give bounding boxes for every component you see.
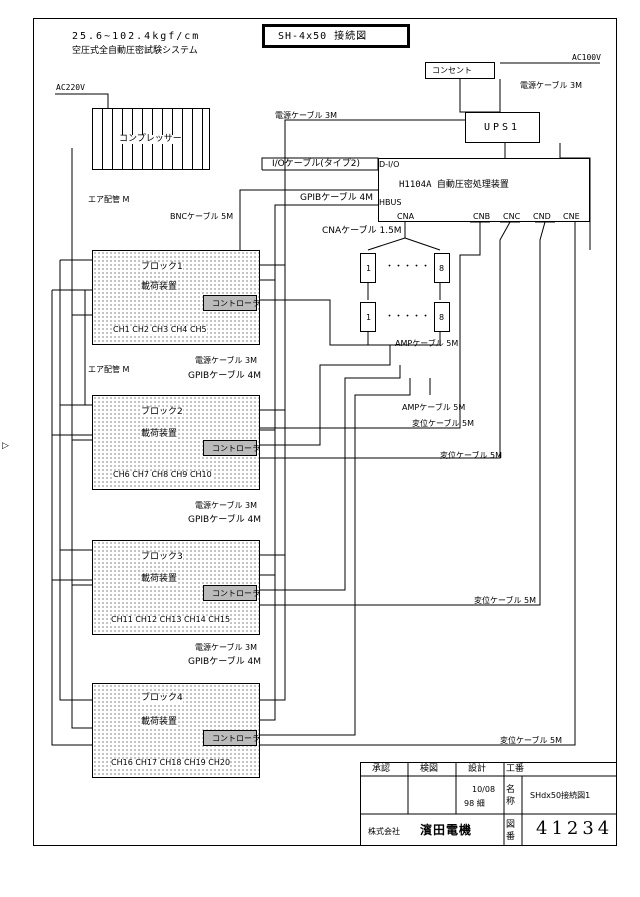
block-device: 載荷装置 [141, 429, 178, 439]
power-cable-label: 電源ケーブル 3M [195, 356, 258, 365]
drawing-number: 41234 [536, 818, 614, 839]
block-controller: コントローラ [203, 440, 260, 456]
block-controller: コントローラ [203, 730, 260, 746]
block-title: ブロック3 [141, 552, 183, 562]
disp-cable-label-2: 変位ケーブル 5M [440, 451, 503, 460]
power-cable-top [260, 119, 465, 266]
gpib-cable-label: GPIBケーブル 4M [188, 371, 262, 381]
outlet-box: コンセント [425, 62, 495, 79]
air-pipe-label-1: エア配管 M [88, 195, 130, 204]
block-4: ブロック4 載荷装置 コントローラ CH16 CH17 CH18 CH19 CH… [92, 683, 260, 778]
port-cnb: CNB [473, 212, 491, 221]
ups-box: UPS1 [465, 112, 540, 143]
block-channels: CH11 CH12 CH13 CH14 CH15 [111, 615, 231, 624]
io-cable-label: I/Oケーブル(タイプ2) [272, 159, 360, 169]
bnc-cable [239, 189, 378, 250]
title-box [262, 24, 410, 48]
gpib-cable-label: GPIBケーブル 4M [188, 657, 262, 667]
air-pipe-label-2: エア配管 M [88, 365, 130, 374]
system-name: 空圧式全自動圧密試験システム [72, 46, 198, 56]
outlet-label: コンセント [432, 66, 472, 75]
block-device: 載荷装置 [141, 717, 178, 727]
block-controller: コントローラ [203, 585, 260, 601]
title: SH-4x50 接続図 [278, 31, 368, 42]
block-title: ブロック2 [141, 407, 183, 417]
block-1: ブロック1 載荷装置 コントローラ CH1 CH2 CH3 CH4 CH5 [92, 250, 260, 345]
power-cable-top-label: 電源ケーブル 3M [275, 111, 338, 120]
drawing-label: 図番 [506, 820, 516, 842]
ac220-label: AC220V [56, 83, 85, 92]
block-channels: CH16 CH17 CH18 CH19 CH20 [111, 758, 231, 767]
approve-label: 承認 [372, 764, 391, 774]
disp-cable-label-3: 変位ケーブル 5M [474, 596, 537, 605]
disp-cable-label-1: 変位ケーブル 5M [412, 419, 475, 428]
controller-hbus: HBUS [379, 198, 402, 207]
block-2: ブロック2 載荷装置 コントローラ CH6 CH7 CH8 CH9 CH10 [92, 395, 260, 490]
compressor-label: コンプレッサー [119, 134, 182, 144]
compressor-box: コンプレッサー [92, 108, 210, 170]
port-cna: CNA [397, 212, 415, 221]
amp-2-dots: ・・・・・ [385, 312, 431, 322]
block-controller-label: コントローラ [212, 299, 260, 308]
block-controller-label: コントローラ [212, 734, 260, 743]
controller-name: H1104A 自動圧密処理装置 [399, 180, 509, 190]
disp-cable-label-4: 変位ケーブル 5M [500, 736, 563, 745]
block-controller: コントローラ [203, 295, 260, 311]
company-prefix: 株式会社 [368, 827, 400, 836]
ac100-label: AC100V [572, 53, 601, 62]
controller-dio: D-I/O [379, 160, 400, 169]
margin-marker: ▷ [2, 441, 9, 451]
block-device: 載荷装置 [141, 574, 178, 584]
title-block-grid [360, 762, 617, 846]
spec-line: 25.6~102.4kgf/cm [72, 31, 201, 42]
amp-2-right: 8 [434, 302, 450, 332]
amp-1-dots: ・・・・・ [385, 262, 431, 272]
block-controller-label: コントローラ [212, 589, 260, 598]
port-cnc: CNC [503, 212, 521, 221]
name-value: SHdx50接続図1 [530, 791, 591, 800]
amp-1-right: 8 [434, 253, 450, 283]
port-cne: CNE [563, 212, 580, 221]
inspect-label: 検図 [420, 764, 439, 774]
ac220-line [55, 93, 109, 108]
gpib-cable-label: GPIBケーブル 4M [188, 515, 262, 525]
title-block: 承認 検図 設計 工番 10/08 98 細 名称 SHdx50接続図1 株式会… [360, 762, 617, 846]
ups-label: UPS1 [484, 122, 521, 133]
power-cable-label: 電源ケーブル 3M [195, 643, 258, 652]
year-value: 98 細 [464, 799, 485, 808]
block-title: ブロック1 [141, 262, 183, 272]
amp-1-left-label: 1 [366, 264, 372, 273]
bnc-cable-label: BNCケーブル 5M [170, 212, 234, 221]
company-name: 濱田電機 [420, 823, 473, 837]
block-3: ブロック3 載荷装置 コントローラ CH11 CH12 CH13 CH14 CH… [92, 540, 260, 635]
amp-cable-label-2: AMPケーブル 5M [402, 403, 466, 412]
block-channels: CH1 CH2 CH3 CH4 CH5 [113, 325, 207, 334]
amp-1-right-label: 8 [439, 264, 445, 273]
amp-2-right-label: 8 [439, 313, 445, 322]
drawing-frame [33, 18, 617, 846]
work-no-label: 工番 [506, 764, 525, 774]
amp-2-left-label: 1 [366, 313, 372, 322]
gpib-top [260, 204, 378, 281]
block-channels: CH6 CH7 CH8 CH9 CH10 [113, 470, 212, 479]
block-controller-label: コントローラ [212, 444, 260, 453]
amp-1-left: 1 [360, 253, 376, 283]
block-device: 載荷装置 [141, 282, 178, 292]
amp-cable-label-1: AMPケーブル 5M [395, 339, 459, 348]
name-label: 名称 [506, 785, 516, 807]
date-value: 10/08 [472, 785, 496, 794]
cna-cable-label: CNAケーブル 1.5M [322, 226, 402, 236]
amp-2-left: 1 [360, 302, 376, 332]
power-cable-label: 電源ケーブル 3M [195, 501, 258, 510]
port-cnd: CND [533, 212, 551, 221]
outlet-ups-line [459, 79, 500, 113]
controller-box: D-I/O HBUS H1104A 自動圧密処理装置 CNA CNB CNC C… [378, 158, 590, 222]
outlet-cable-label: 電源ケーブル 3M [520, 81, 583, 90]
gpib-top-label: GPIBケーブル 4M [300, 193, 374, 203]
block-title: ブロック4 [141, 693, 183, 703]
design-label: 設計 [468, 764, 487, 774]
